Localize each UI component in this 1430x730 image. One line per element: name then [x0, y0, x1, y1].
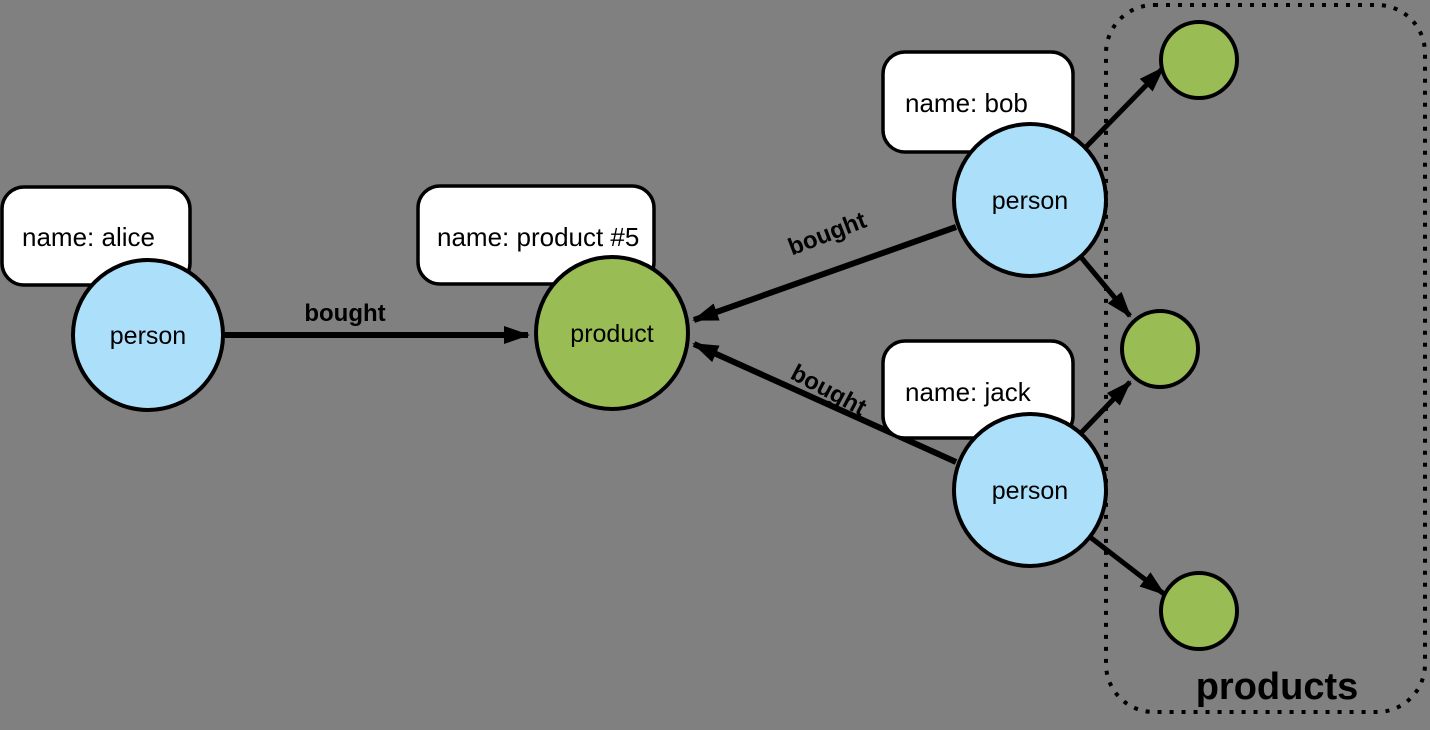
node-bob-circle [952, 122, 1108, 278]
edge-bob-anon-product-2-line [1078, 254, 1132, 318]
node-alice: name: alice person [0, 185, 225, 412]
edge-bob-anon-product-1-line [1083, 66, 1165, 150]
anon-product-node-2 [1120, 309, 1200, 389]
products-group-outline [1104, 3, 1427, 714]
node-alice-circle [71, 258, 225, 412]
node-bob-label: person [992, 187, 1068, 215]
node-jack-circle [952, 412, 1108, 568]
node-jack: name: jack person [881, 339, 1108, 568]
node-product5-label: product [570, 320, 653, 348]
edge-jack-bought-line [692, 341, 958, 465]
node-jack-property-text: name: jack [905, 377, 1032, 407]
node-product5: name: product #5 product [416, 184, 690, 411]
edge-jack-anon-product-2-line [1078, 380, 1132, 436]
node-product5-property-text: name: product #5 [437, 222, 639, 252]
anon-product-node-3 [1159, 571, 1239, 651]
edge-alice-bought: bought [224, 300, 530, 344]
node-alice-label: person [110, 322, 186, 350]
node-jack-label: person [992, 477, 1068, 505]
edge-alice-bought-label: bought [304, 300, 385, 327]
node-bob-property-text: name: bob [905, 88, 1028, 118]
anon-product-node-1 [1159, 20, 1239, 100]
node-product5-circle [534, 255, 690, 411]
products-group-label: products [1196, 666, 1359, 708]
node-alice-property-text: name: alice [22, 222, 155, 252]
edge-bob-bought-line [692, 224, 958, 323]
node-bob: name: bob person [881, 50, 1108, 278]
edge-jack-anon-product-3-line [1088, 535, 1166, 596]
